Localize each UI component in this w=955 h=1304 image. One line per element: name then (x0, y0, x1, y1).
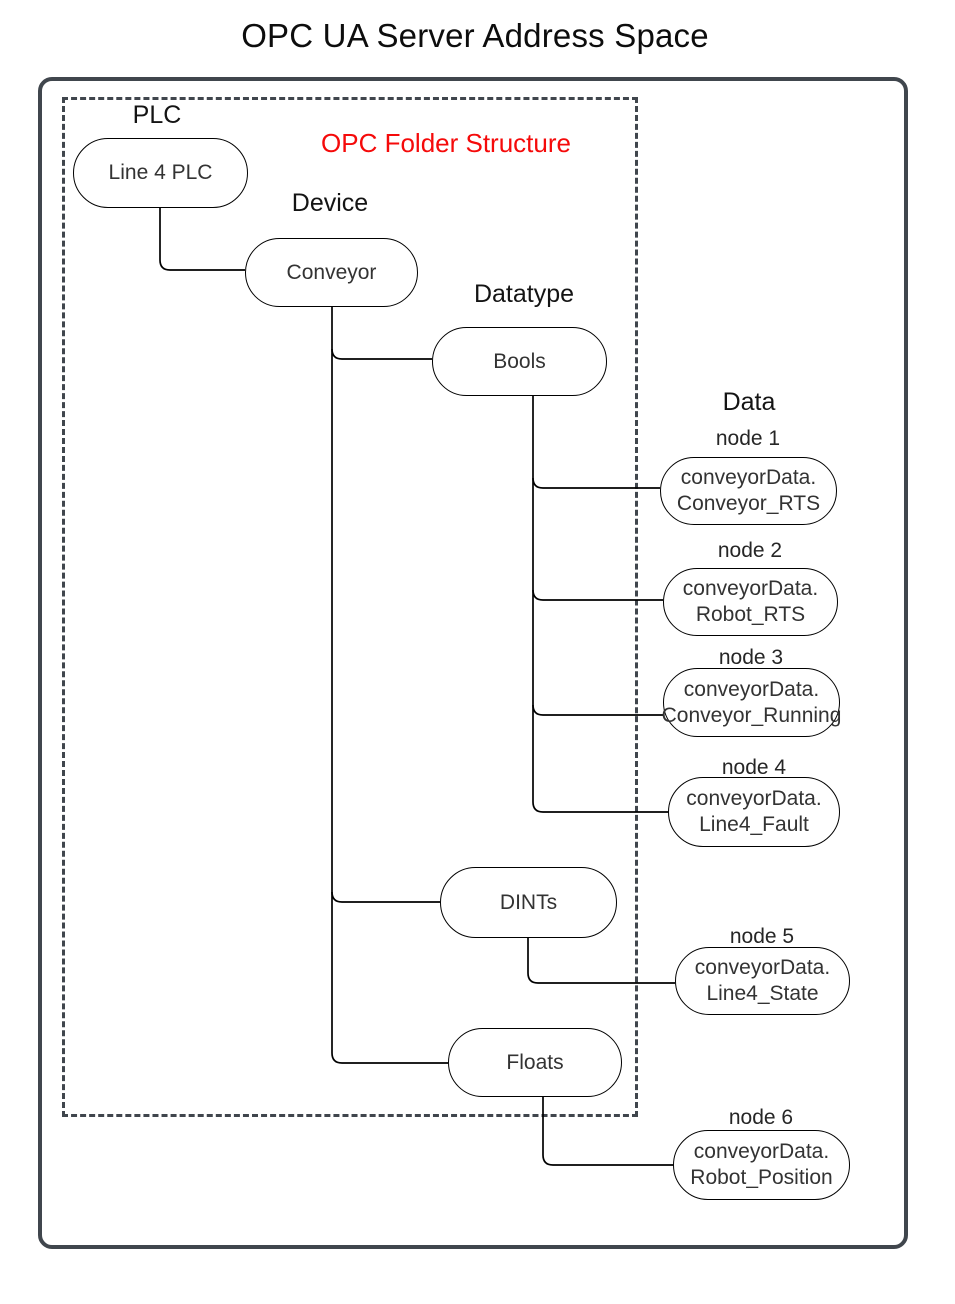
node4-caption: node 4 (721, 756, 787, 779)
node3-caption: node 3 (718, 646, 784, 669)
opc-folder-structure-frame (62, 97, 638, 1117)
plc-level-label: PLC (132, 101, 182, 129)
floats-node: Floats (448, 1028, 622, 1097)
dints-node-label: DINTs (499, 890, 558, 914)
node2-caption: node 2 (717, 539, 783, 562)
node1-line2: Conveyor_RTS (676, 492, 821, 515)
bools-node: Bools (432, 327, 607, 396)
node1-line1: conveyorData. (680, 466, 817, 489)
node3-line1: conveyorData. (683, 677, 820, 701)
node2-line2: Robot_RTS (695, 603, 806, 626)
line4-plc-node: Line 4 PLC (73, 138, 248, 208)
bools-node-label: Bools (493, 349, 546, 373)
node6-line2: Robot_Position (690, 1166, 833, 1189)
node2-line1: conveyorData. (682, 577, 819, 600)
node3-line2: Conveyor_Running (661, 703, 842, 727)
line4-plc-node-label: Line 4 PLC (108, 161, 213, 184)
opc-folder-structure-label: OPC Folder Structure (321, 128, 571, 158)
conveyor-node-label: Conveyor (286, 260, 377, 284)
node5-line2: Line4_State (706, 982, 819, 1005)
node4-line2: Line4_Fault (699, 813, 809, 836)
server-address-space-frame (38, 77, 908, 1249)
diagram-title: OPC UA Server Address Space (241, 17, 709, 54)
node6-data-node: conveyorData. Robot_Position (673, 1130, 850, 1200)
conveyor-node: Conveyor (245, 238, 418, 307)
node5-data-node: conveyorData. Line4_State (675, 947, 850, 1015)
dints-node: DINTs (440, 867, 617, 938)
node6-caption: node 6 (728, 1106, 794, 1129)
node5-line1: conveyorData. (694, 956, 831, 979)
device-level-label: Device (291, 189, 369, 217)
datatype-level-label: Datatype (473, 280, 575, 308)
node2-data-node: conveyorData. Robot_RTS (663, 568, 838, 636)
node1-caption: node 1 (715, 427, 781, 450)
node4-data-node: conveyorData. Line4_Fault (668, 777, 840, 847)
node3-data-node: conveyorData. Conveyor_Running (661, 668, 842, 737)
node5-caption: node 5 (729, 925, 795, 948)
node1-data-node: conveyorData. Conveyor_RTS (660, 457, 837, 525)
node6-line1: conveyorData. (693, 1140, 830, 1163)
data-level-label: Data (722, 388, 776, 416)
floats-node-label: Floats (506, 1050, 564, 1074)
node4-line1: conveyorData. (686, 787, 822, 810)
